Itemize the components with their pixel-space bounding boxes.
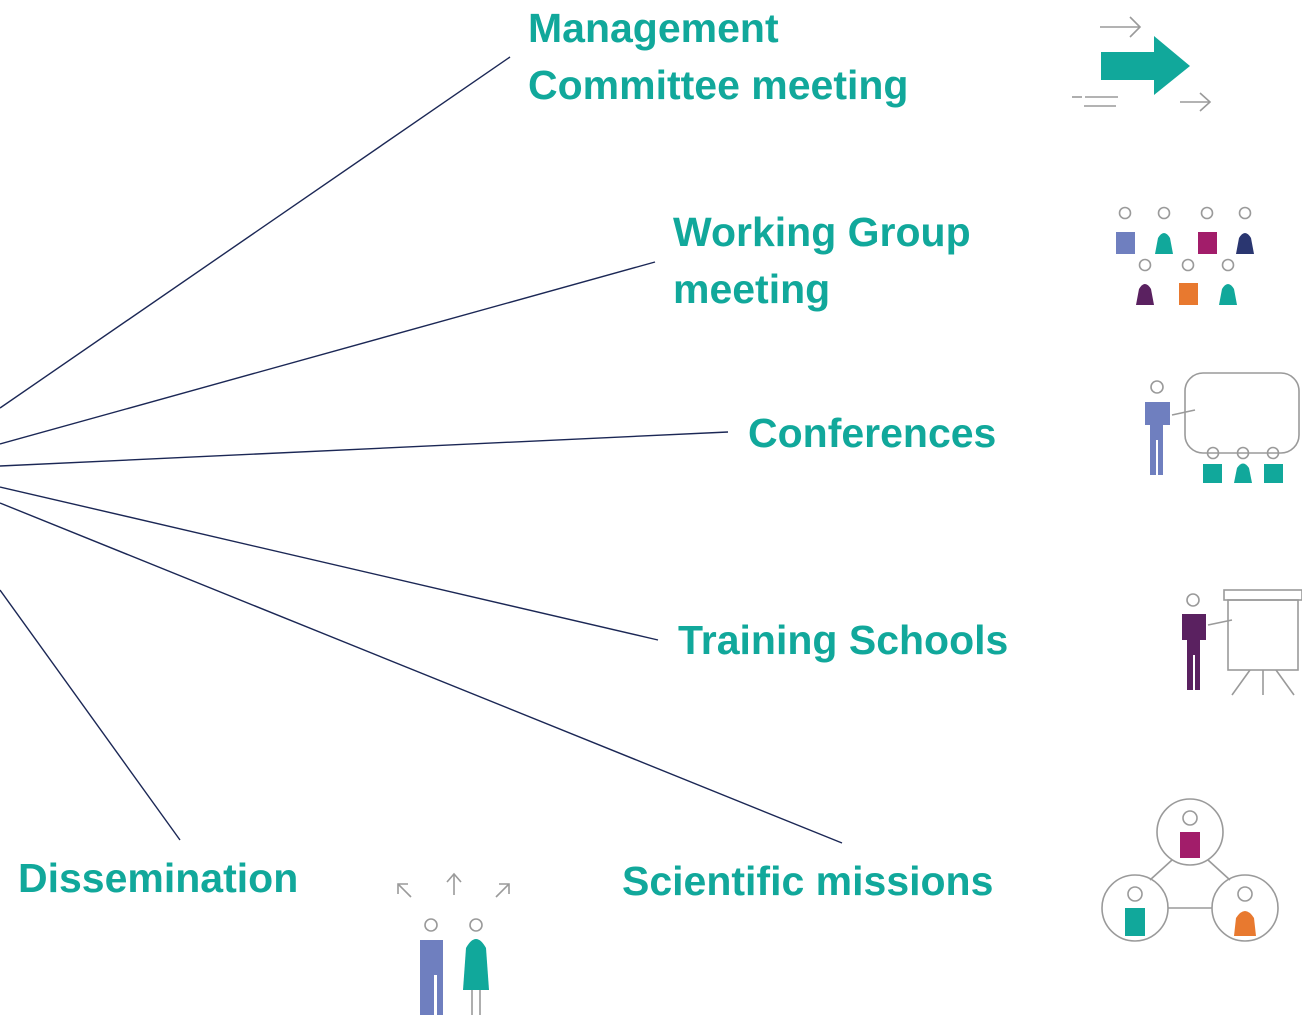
label-management-line2: Committee meeting xyxy=(528,62,909,109)
label-management-line1: Management xyxy=(528,5,779,51)
connector-missions xyxy=(0,502,843,844)
connector-lines xyxy=(0,56,843,844)
label-dissemination-line1: Dissemination xyxy=(18,855,299,901)
label-conferences: Conferences xyxy=(748,405,996,462)
connector-dissemination xyxy=(0,589,181,841)
conference-presenter-icon xyxy=(1145,372,1300,483)
arrows-forward-icon xyxy=(1072,16,1212,112)
network-circles-icon xyxy=(1101,798,1279,942)
flipchart-presenter-icon xyxy=(1182,589,1302,696)
label-training: Training Schools xyxy=(678,612,1008,669)
label-working-group: Working Group meeting xyxy=(673,204,971,319)
connector-training xyxy=(0,486,659,641)
label-missions: Scientific missions xyxy=(622,853,993,910)
label-management: Management Committee meeting xyxy=(528,0,908,115)
connector-management xyxy=(0,56,511,409)
label-conferences-line1: Conferences xyxy=(748,410,997,456)
connector-working-group xyxy=(0,261,656,445)
dissemination-people-icon xyxy=(397,872,510,1015)
label-missions-line1: Scientific missions xyxy=(622,858,994,904)
connector-conferences xyxy=(0,431,729,467)
label-training-line1: Training Schools xyxy=(678,617,1009,663)
group-people-icon xyxy=(1116,206,1254,305)
label-dissemination: Dissemination xyxy=(18,850,298,907)
label-working-group-line1: Working Group xyxy=(673,209,971,255)
label-working-group-line2: meeting xyxy=(673,266,831,313)
